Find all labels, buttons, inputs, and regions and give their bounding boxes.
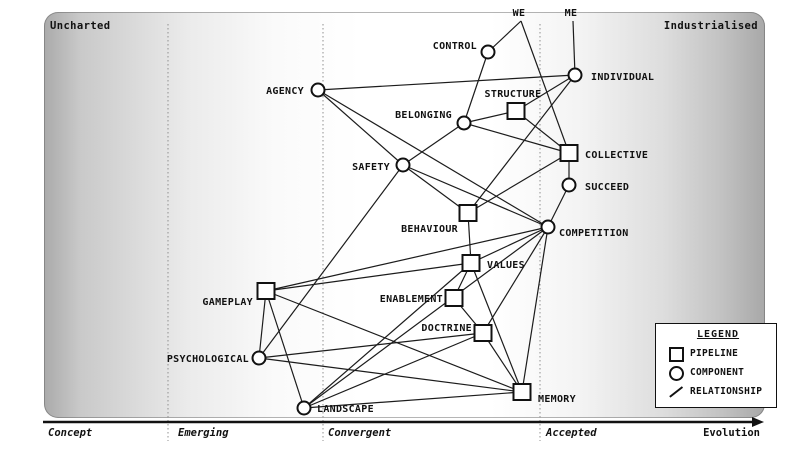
node-label-enablement: ENABLEMENT bbox=[380, 294, 443, 305]
edge-safety-psychological bbox=[258, 164, 404, 359]
node-label-me: ME bbox=[565, 8, 578, 19]
node-psychological-component bbox=[251, 350, 267, 366]
legend-item-component: COMPONENT bbox=[668, 363, 768, 382]
node-label-individual: INDIVIDUAL bbox=[591, 72, 654, 83]
edge-control-belonging bbox=[463, 51, 489, 124]
edge-gameplay-competition bbox=[265, 226, 549, 292]
edge-gameplay-memory bbox=[265, 290, 523, 393]
edge-safety-competition bbox=[402, 164, 549, 228]
node-enablement-pipeline bbox=[444, 289, 464, 307]
node-collective-pipeline bbox=[559, 144, 579, 162]
edge-gameplay-psychological bbox=[258, 290, 267, 359]
edge-values-memory bbox=[470, 262, 523, 393]
edge-safety-behaviour bbox=[402, 164, 469, 214]
node-safety-component bbox=[395, 157, 411, 173]
node-belonging-component bbox=[456, 115, 472, 131]
node-label-control: CONTROL bbox=[433, 41, 477, 52]
node-behaviour-pipeline bbox=[458, 204, 478, 222]
edge-we-control bbox=[487, 20, 522, 53]
stage-label-accepted: Accepted bbox=[546, 427, 597, 439]
edge-agency-competition bbox=[317, 89, 549, 228]
edge-structure-individual bbox=[515, 74, 576, 112]
node-label-belonging: BELONGING bbox=[395, 110, 452, 121]
edge-psychological-memory bbox=[258, 357, 523, 393]
node-individual-component bbox=[567, 67, 583, 83]
node-structure-pipeline bbox=[506, 102, 526, 120]
edge-doctrine-landscape bbox=[303, 332, 484, 409]
node-label-doctrine: DOCTRINE bbox=[421, 323, 472, 334]
relationship-line-icon bbox=[668, 384, 686, 400]
node-doctrine-pipeline bbox=[473, 324, 493, 342]
edge-competition-memory bbox=[521, 226, 549, 393]
edge-doctrine-psychological bbox=[258, 332, 484, 359]
edge-agency-safety bbox=[317, 89, 404, 166]
evolution-axis-title: Evolution bbox=[703, 427, 760, 439]
edge-values-landscape bbox=[303, 262, 472, 409]
node-label-succeed: SUCCEED bbox=[585, 182, 629, 193]
edge-gameplay-values bbox=[265, 262, 472, 292]
node-succeed-component bbox=[561, 177, 577, 193]
edge-belonging-safety bbox=[402, 122, 465, 166]
node-label-landscape: LANDSCAPE bbox=[317, 404, 374, 415]
edge-individual-behaviour bbox=[467, 74, 576, 214]
map-gradient-card bbox=[44, 12, 765, 418]
edge-competition-values bbox=[470, 226, 549, 264]
legend-item-pipeline: PIPELINE bbox=[668, 344, 768, 363]
legend-item-relationship: RELATIONSHIP bbox=[668, 382, 768, 401]
node-label-gameplay: GAMEPLAY bbox=[202, 297, 253, 308]
edge-succeed-competition bbox=[547, 184, 570, 228]
node-label-competition: COMPETITION bbox=[559, 228, 629, 239]
edge-belonging-collective bbox=[463, 122, 570, 154]
uncharted-label: Uncharted bbox=[50, 20, 111, 32]
edge-me-individual bbox=[572, 20, 576, 76]
stage-label-emerging: Emerging bbox=[178, 427, 229, 439]
node-label-psychological: PSYCHOLOGICAL bbox=[167, 354, 249, 365]
edge-gameplay-landscape bbox=[265, 290, 305, 409]
node-label-structure: STRUCTURE bbox=[485, 89, 542, 100]
node-label-we: WE bbox=[513, 8, 526, 19]
node-label-collective: COLLECTIVE bbox=[585, 150, 648, 161]
node-label-values: VALUES bbox=[487, 260, 525, 271]
edge-landscape-memory bbox=[303, 391, 523, 409]
pipeline-square-icon bbox=[668, 346, 686, 362]
node-label-memory: MEMORY bbox=[538, 394, 576, 405]
legend: LEGEND PIPELINE COMPONENT RELATIONSHIP bbox=[655, 323, 777, 408]
node-values-pipeline bbox=[461, 254, 481, 272]
legend-item-label: RELATIONSHIP bbox=[690, 386, 763, 397]
node-landscape-component bbox=[296, 400, 312, 416]
legend-title: LEGEND bbox=[696, 329, 740, 340]
stage-label-concept: Concept bbox=[48, 427, 93, 439]
edge-competition-landscape bbox=[303, 226, 549, 409]
node-label-safety: SAFETY bbox=[352, 162, 390, 173]
legend-item-label: PIPELINE bbox=[690, 348, 739, 359]
stage-label-convergent: Convergent bbox=[328, 427, 392, 439]
node-label-behaviour: BEHAVIOUR bbox=[401, 224, 459, 235]
legend-item-label: COMPONENT bbox=[690, 367, 745, 378]
edge-we-collective bbox=[520, 20, 570, 154]
node-label-agency: AGENCY bbox=[266, 86, 304, 97]
node-competition-component bbox=[540, 219, 556, 235]
edge-competition-doctrine bbox=[482, 226, 549, 334]
node-memory-pipeline bbox=[512, 383, 532, 401]
industrialised-label: Industrialised bbox=[663, 20, 758, 32]
component-circle-icon bbox=[668, 365, 686, 381]
node-agency-component bbox=[310, 82, 326, 98]
edge-agency-individual bbox=[317, 74, 576, 91]
node-gameplay-pipeline bbox=[256, 282, 276, 300]
evolution-axis-arrowhead bbox=[752, 417, 764, 427]
edge-doctrine-memory bbox=[482, 332, 523, 393]
node-control-component bbox=[480, 44, 496, 60]
edge-collective-behaviour bbox=[467, 152, 570, 214]
